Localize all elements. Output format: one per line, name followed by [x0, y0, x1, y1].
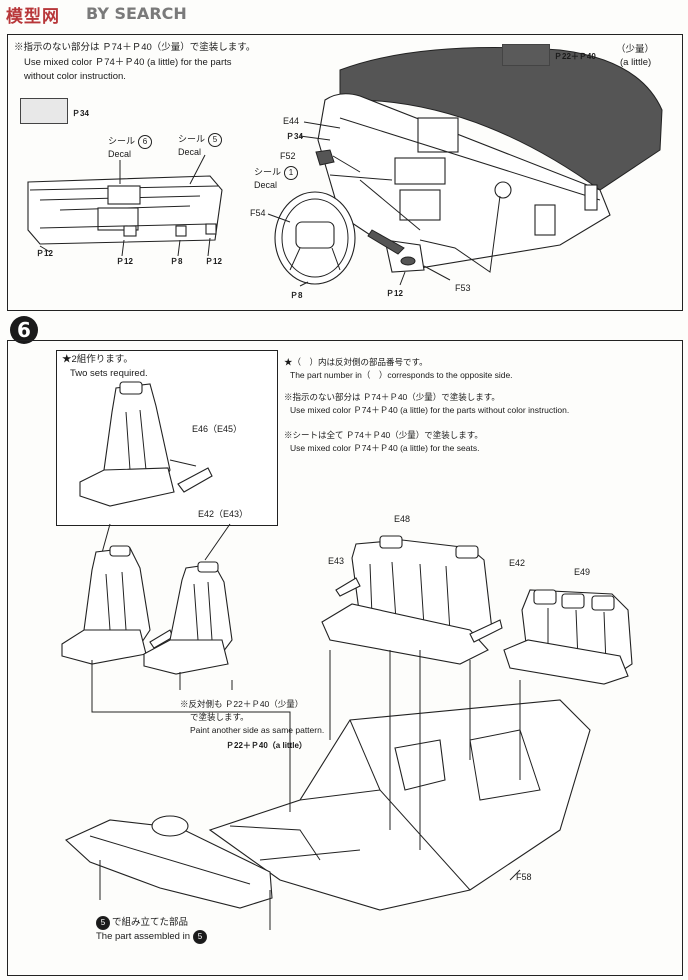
decal1-en: Decal — [254, 180, 278, 190]
swatch-light-label: Ｐ34 — [72, 109, 89, 118]
step5-note-en1: Use mixed color Ｐ74＋Ｐ40 (a little) for t… — [24, 57, 232, 68]
inset-note-jp: ★2組作ります。 — [62, 354, 133, 365]
swatch-dark-note-jp: （少量） — [616, 44, 655, 55]
part-f54-label: F54 — [250, 208, 266, 218]
assembled-caption-en: The part assembled in — [96, 931, 190, 942]
inset-note-en: Two sets required. — [70, 368, 148, 379]
paint-p12-c: Ｐ12 — [205, 257, 222, 266]
part-f52-drawing — [315, 149, 335, 166]
steering-wheel-drawing — [274, 191, 356, 285]
step5-note-jp: ※指示のない部分は Ｐ74＋Ｐ40（少量）で塗装します。 — [14, 42, 256, 53]
swatch-dark-label: Ｐ22＋Ｐ40 — [554, 52, 596, 61]
opposite-side-en: Paint another side as same pattern. — [190, 725, 325, 735]
watermark-logo: 模型网 — [6, 7, 60, 27]
assembled-step-badge-jp: 5 — [96, 916, 110, 930]
swatch-light — [20, 98, 68, 124]
note3-en: Use mixed color Ｐ74＋Ｐ40 (a little) for t… — [290, 443, 480, 453]
decal5-jp: シール — [178, 134, 206, 144]
part-f58-label: F58 — [516, 872, 532, 882]
part-e43-label: E43 — [328, 556, 345, 566]
decal1-jp: シール — [254, 167, 282, 177]
paint-p8-a: Ｐ8 — [170, 257, 183, 266]
part-e44-label: E44 — [283, 116, 300, 126]
swatch-dark — [502, 44, 550, 66]
watermark: 模型网 BY SEARCH — [0, 0, 250, 28]
note1-jp: ★（ ）内は反対側の部品番号です。 — [284, 357, 428, 367]
paint-p12-d: Ｐ12 — [386, 289, 403, 298]
paint-p8-b: Ｐ8 — [290, 291, 303, 300]
middle-bench-seat-drawing — [321, 535, 503, 665]
rear-bench-seat-drawing — [503, 589, 633, 685]
decal6-en: Decal — [108, 149, 132, 159]
dashboard-main-drawing — [317, 47, 663, 269]
paint-p12-a: Ｐ12 — [36, 249, 53, 258]
dashboard-overview-drawing — [27, 175, 223, 245]
assembled-step-badge-en: 5 — [193, 930, 207, 944]
decal6-jp: シール — [108, 136, 136, 146]
floor-tub-drawing — [208, 699, 591, 911]
opposite-side-paint: Ｐ22＋Ｐ40（a little） — [226, 741, 307, 750]
opposite-side-jp2: で塗装します。 — [190, 712, 249, 722]
part-f53-label: F53 — [455, 283, 471, 293]
decal5-en: Decal — [178, 147, 202, 157]
assembled-dashboard-drawing — [65, 815, 273, 909]
opposite-side-jp1: ※反対側も Ｐ22＋Ｐ40（少量） — [180, 699, 304, 709]
part-e49-label: E49 — [574, 567, 591, 577]
step5-panel — [7, 34, 683, 311]
part-e42-e43-label: E42（E43） — [198, 509, 249, 519]
assembled-caption-jp: で組み立てた部品 — [112, 917, 189, 928]
step5-note-en2: without color instruction. — [24, 71, 126, 82]
note1-en: The part number in（ ）corresponds to the … — [290, 370, 513, 380]
inset-seat-drawing — [79, 381, 213, 507]
gear-lever-drawing — [367, 229, 425, 273]
step6-panel — [7, 340, 683, 976]
front-seat-left-drawing — [61, 545, 174, 665]
note2-jp: ※指示のない部分は Ｐ74＋Ｐ40（少量）で塗装します。 — [284, 392, 500, 402]
front-seat-right-drawing — [143, 561, 233, 675]
paint-p34-label: Ｐ34 — [286, 132, 303, 141]
paint-p12-b: Ｐ12 — [116, 257, 133, 266]
watermark-site: BY SEARCH — [86, 4, 187, 23]
part-e42-label: E42 — [509, 558, 526, 568]
decal6-number: 6 — [138, 135, 153, 149]
swatch-dark-note-en: (a little) — [620, 57, 652, 68]
part-e48-label: E48 — [394, 514, 411, 524]
decal1-number: 1 — [284, 166, 299, 180]
step6-number-badge: 6 — [10, 316, 38, 344]
note3-jp: ※シートは全て Ｐ74＋Ｐ40（少量）で塗装します。 — [284, 430, 483, 440]
part-f52-label: F52 — [280, 151, 296, 161]
decal5-number: 5 — [208, 133, 223, 147]
note2-en: Use mixed color Ｐ74＋Ｐ40 (a little) for t… — [290, 405, 570, 415]
part-e46-label: E46（E45） — [192, 424, 243, 434]
